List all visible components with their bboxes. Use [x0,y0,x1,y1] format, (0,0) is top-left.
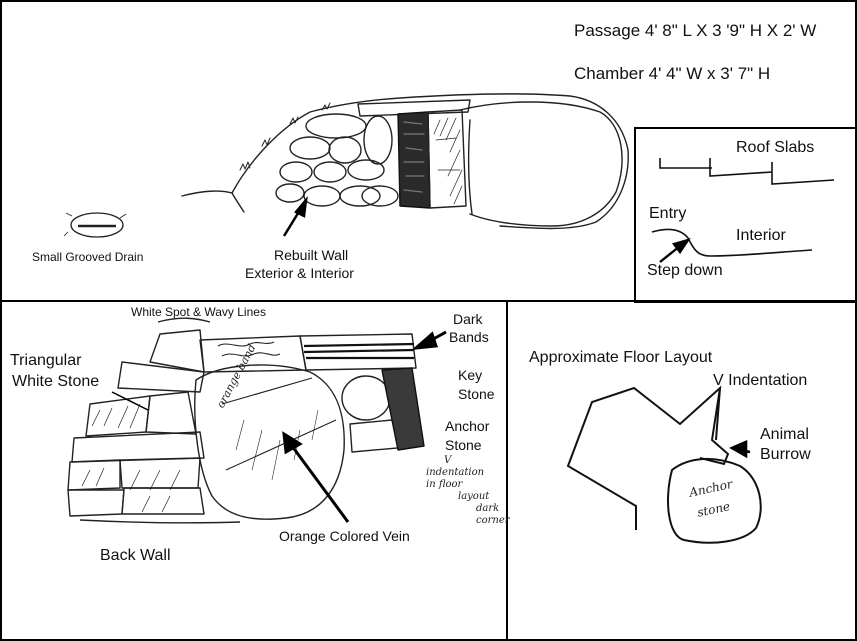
v-indentation-label: V Indentation [713,372,808,389]
roof-slabs-profile [659,158,835,185]
hand-note-line: corner [476,515,510,526]
anchor-stone-outline [667,457,762,544]
floor-panel-frame [506,300,857,641]
dark-bands-slab [299,333,417,371]
drain-sketch [63,212,127,238]
hand-note-line: indentation [426,467,485,478]
white-spot-label: White Spot & Wavy Lines [131,305,266,319]
floor-outline [566,385,730,530]
triangular-label-line2: White Stone [12,373,100,390]
animal-burrow-arrow [729,440,751,459]
orange-vein-stone [194,364,345,520]
orange-vein-arrow [282,431,350,523]
chamber-dimensions: Chamber 4' 4" W x 3' 7" H [574,64,771,83]
hand-note-line: in floor [426,479,463,490]
animal-burrow-label-line1: Animal [760,426,809,443]
hand-note-line: V [444,455,452,466]
passage-dimensions: Passage 4' 8" L X 3 '9" H X 2' W [574,21,817,40]
orange-vein-label: Orange Colored Vein [279,528,410,544]
rebuilt-wall-label-line2: Exterior & Interior [245,265,354,281]
entry-label: Entry [649,205,687,222]
dark-bands-arrow [411,330,447,350]
hand-note: V indentation in floor layout dark corne… [424,455,510,527]
interior-label: Interior [736,227,786,244]
drain-label: Small Grooved Drain [32,250,144,264]
anchor-stone-label-line2: Stone [445,437,482,453]
dark-bands-label-line2: Bands [449,329,489,345]
back-wall-label: Back Wall [100,547,171,564]
step-profile [651,228,813,257]
back-wall-sketch [67,317,425,524]
animal-burrow-label-line2: Burrow [760,446,811,463]
step-down-arrow [659,237,691,263]
dark-bands-label-line1: Dark [453,311,483,327]
anchor-stone-label-line1: Anchor [445,418,490,434]
rebuilt-wall-label-line1: Rebuilt Wall [274,247,349,263]
floor-layout-title: Approximate Floor Layout [529,349,713,366]
step-down-label: Step down [647,262,723,279]
triangular-label-line1: Triangular [10,352,82,369]
rebuilt-wall-arrow [282,195,308,237]
inset-panel-frame [634,127,857,303]
key-stone-label-line2: Stone [458,386,495,402]
key-stone-label-line1: Key [458,367,483,383]
triangular-pointer [111,391,149,411]
key-stone [341,375,391,421]
hand-note-line: layout [458,491,490,502]
roof-slabs-label: Roof Slabs [736,139,815,156]
hand-note-line: dark [476,503,500,514]
triangular-white-stone [145,391,197,435]
mound-outline [181,93,629,230]
